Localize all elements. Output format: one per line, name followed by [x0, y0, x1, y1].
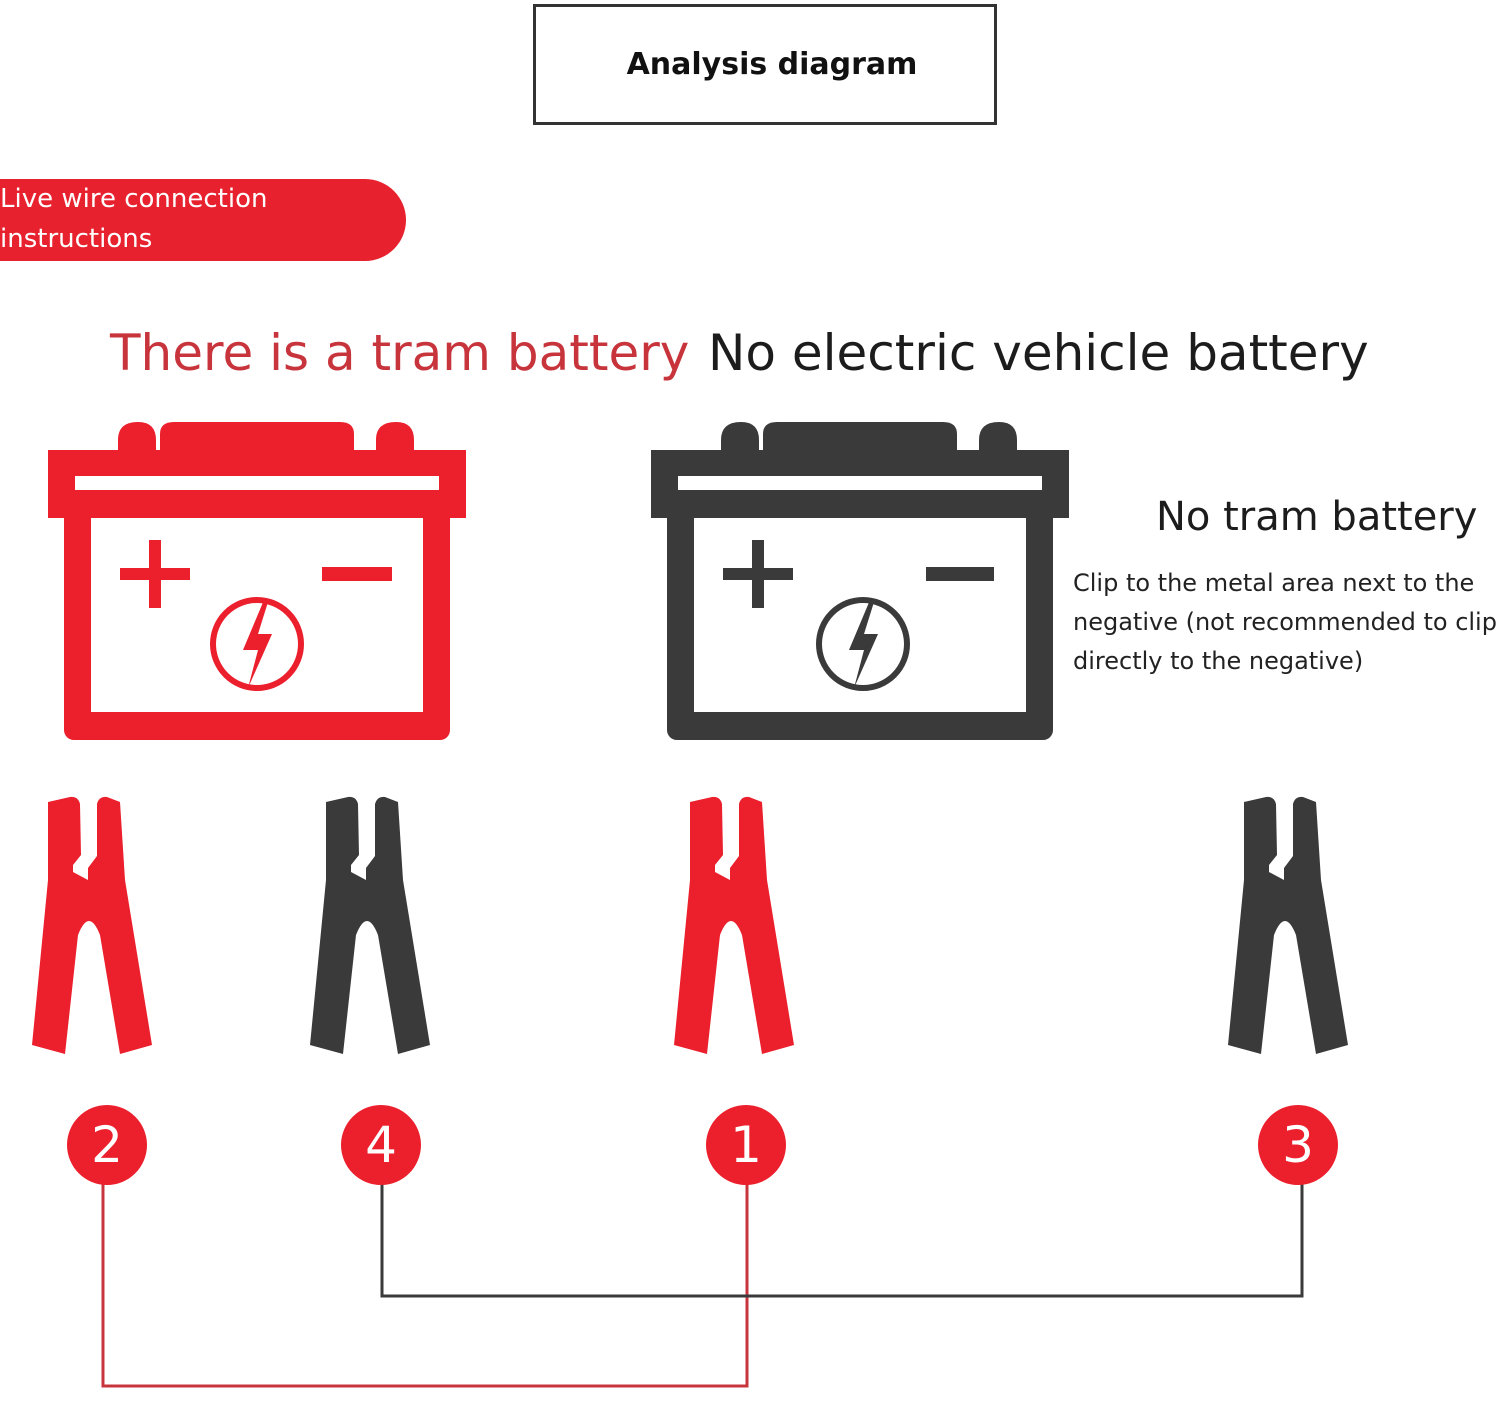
- step-badge-3: [1258, 1105, 1338, 1185]
- with-battery-heading: There is a tram battery: [110, 324, 690, 382]
- battery-icon-red: [48, 422, 466, 740]
- step-badge-1: [706, 1105, 786, 1185]
- step-badge-2: [67, 1105, 147, 1185]
- clamp-icon-black-3: [1228, 796, 1348, 1054]
- step-badge-4: [341, 1105, 421, 1185]
- clamp-icon-black-4: [310, 796, 430, 1054]
- section-badge: Live wire connection instructions: [0, 179, 406, 261]
- diagram-title: Analysis diagram: [533, 4, 997, 125]
- clamp-icon-red-1: [674, 796, 794, 1054]
- connection-note-line: negative (not recommended to clip: [1073, 608, 1497, 636]
- clamp-icon-red-2: [32, 796, 152, 1054]
- no-tram-battery-subheading: No tram battery: [1156, 494, 1478, 540]
- connection-note: Clip to the metal area next to the negat…: [1073, 564, 1498, 681]
- section-badge-line1: Live wire connection: [0, 184, 268, 214]
- step-number-1: 1: [730, 1116, 762, 1174]
- no-battery-heading: No electric vehicle battery: [708, 324, 1369, 382]
- section-badge-line2: instructions: [0, 224, 153, 254]
- connection-note-line: directly to the negative): [1073, 647, 1364, 675]
- connection-note-line: Clip to the metal area next to the: [1073, 569, 1475, 597]
- step-number-4: 4: [365, 1116, 397, 1174]
- battery-icon-dark: [651, 422, 1069, 740]
- step-number-2: 2: [91, 1116, 123, 1174]
- red-wire-connector: [101, 1180, 749, 1388]
- black-wire-connector: [380, 1180, 1304, 1298]
- step-number-3: 3: [1282, 1116, 1314, 1174]
